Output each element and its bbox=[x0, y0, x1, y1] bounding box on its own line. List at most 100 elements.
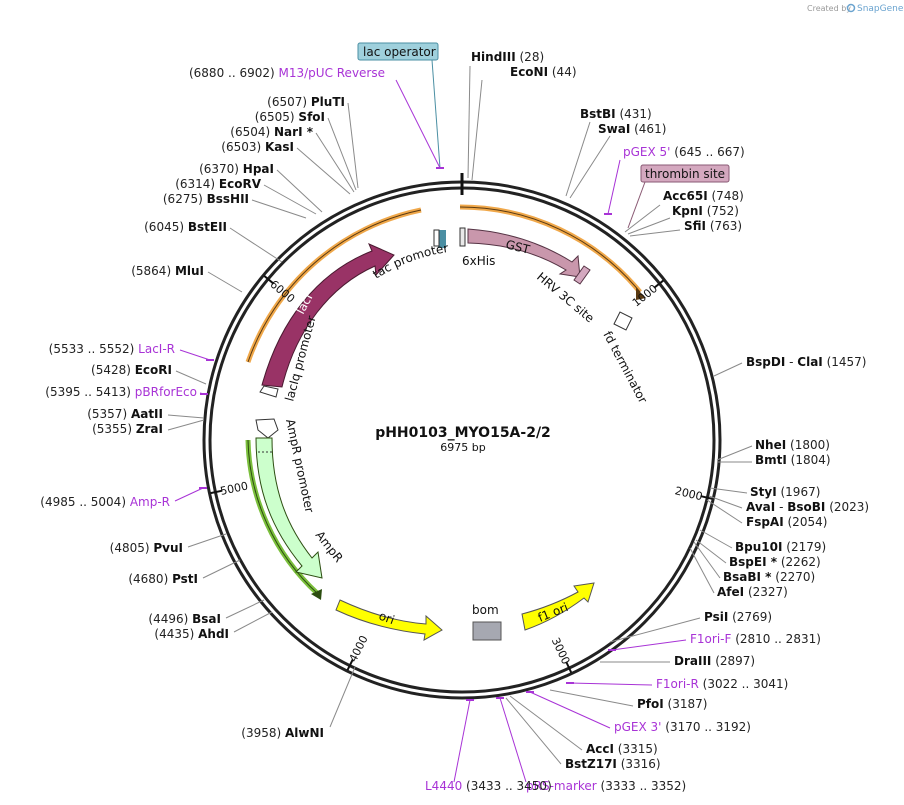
enzyme-leader-line bbox=[347, 102, 359, 189]
enzyme-site-label[interactable]: (5864) MluI bbox=[131, 264, 204, 278]
primer-leader-line bbox=[499, 697, 527, 783]
primer-site-label[interactable]: (6880 .. 6902) M13/pUC Reverse bbox=[189, 66, 385, 80]
enzyme-leader-line bbox=[327, 117, 357, 191]
enzyme-site-label[interactable]: PsiI (2769) bbox=[704, 610, 772, 624]
thrombin-site-box: thrombin site bbox=[627, 164, 730, 229]
map-title: pHH0103_MYO15A-2/2 bbox=[375, 425, 551, 441]
tick-mark bbox=[263, 275, 275, 285]
enzyme-leader-line bbox=[467, 65, 471, 179]
primer-site-label[interactable]: F1ori-F (2810 .. 2831) bbox=[690, 632, 821, 646]
feature-label: 6xHis bbox=[462, 254, 495, 268]
enzyme-leader-line bbox=[276, 169, 323, 213]
enzyme-site-label[interactable]: (6370) HpaI bbox=[199, 162, 274, 176]
primer-site-label[interactable]: F1ori-R (3022 .. 3041) bbox=[656, 677, 788, 691]
enzyme-site-label[interactable]: AvaI - BsoBI (2023) bbox=[746, 500, 869, 514]
primer-leader-line bbox=[395, 79, 441, 169]
enzyme-site-label[interactable]: (5428) EcoRI bbox=[91, 363, 172, 377]
enzyme-site-label[interactable]: (6045) BstEII bbox=[144, 220, 227, 234]
enzyme-site-label[interactable]: Acc65I (748) bbox=[663, 189, 744, 203]
laciq-promoter-mark bbox=[259, 385, 279, 398]
tick-mark bbox=[653, 279, 665, 289]
tick-mark bbox=[210, 489, 223, 495]
lac-operator-mark bbox=[438, 230, 446, 248]
enzyme-leader-line bbox=[187, 533, 227, 548]
enzyme-site-label[interactable]: AfeI (2327) bbox=[717, 585, 788, 599]
primer-site-label[interactable]: (4985 .. 5004) Amp-R bbox=[40, 495, 170, 509]
credit-brand: SnapGene bbox=[857, 4, 904, 14]
enzyme-leader-line bbox=[505, 697, 562, 765]
map-length: 6975 bp bbox=[440, 441, 485, 454]
enzyme-site-label[interactable]: NheI (1800) bbox=[755, 438, 830, 452]
primer-leader-line bbox=[174, 487, 204, 502]
enzyme-leader-line bbox=[706, 499, 743, 524]
enzyme-site-label[interactable]: (6507) PluTI bbox=[267, 95, 345, 109]
enzyme-site-label[interactable]: PfoI (3187) bbox=[637, 697, 707, 711]
enzyme-site-label[interactable]: (5355) ZraI bbox=[92, 422, 163, 436]
enzyme-site-label[interactable]: (4496) BsaI bbox=[148, 612, 221, 626]
site-labels: HindIII (28)EcoNI (44) BstBI (431)SwaI (4… bbox=[40, 50, 869, 793]
enzyme-site-label[interactable]: BstBI (431) bbox=[580, 107, 652, 121]
site-leaders bbox=[167, 65, 753, 783]
enzyme-leader-line bbox=[263, 184, 317, 215]
enzyme-leader-line bbox=[329, 666, 356, 728]
primer-site-label[interactable]: (5533 .. 5552) LacI-R bbox=[49, 342, 175, 356]
enzyme-site-label[interactable]: (4680) PstI bbox=[128, 572, 198, 586]
enzyme-site-label[interactable]: (6505) SfoI bbox=[255, 110, 325, 124]
enzyme-site-label[interactable]: (6275) BssHII bbox=[163, 192, 249, 206]
enzyme-site-label[interactable]: HindIII (28) bbox=[471, 50, 544, 64]
thrombin-site-label: thrombin site bbox=[645, 167, 725, 181]
tick-label: 2000 bbox=[674, 484, 704, 503]
ampr-promoter-mark bbox=[255, 418, 279, 439]
enzyme-site-label[interactable]: SwaI (461) bbox=[598, 122, 666, 136]
tick-mark bbox=[700, 495, 713, 500]
enzyme-site-label[interactable]: BmtI (1804) bbox=[755, 453, 831, 467]
enzyme-site-label[interactable]: SfiI (763) bbox=[684, 219, 742, 233]
enzyme-site-label[interactable]: (4805) PvuI bbox=[110, 541, 183, 555]
lac-operator-box: lac operator bbox=[357, 42, 441, 169]
enzyme-site-label[interactable]: DraIII (2897) bbox=[674, 654, 755, 668]
enzyme-site-label[interactable]: (6314) EcoRV bbox=[175, 177, 262, 191]
enzyme-site-label[interactable]: (6504) NarI * bbox=[230, 125, 313, 139]
primer-site-label[interactable]: pGEX 5' (645 .. 667) bbox=[623, 145, 745, 159]
enzyme-site-label[interactable]: Bpu10I (2179) bbox=[735, 540, 826, 554]
enzyme-site-label[interactable]: (3958) AlwNI bbox=[241, 726, 324, 740]
feature-label: bom bbox=[472, 603, 499, 617]
enzyme-site-label[interactable]: BspDI - ClaI (1457) bbox=[746, 355, 866, 369]
enzyme-leader-line bbox=[709, 487, 748, 494]
enzyme-leader-line bbox=[225, 599, 265, 619]
ori-arrow bbox=[335, 599, 443, 641]
f1-ori-arrow bbox=[521, 582, 595, 631]
primer-leader-line bbox=[179, 349, 211, 361]
ampr-arrow bbox=[255, 437, 323, 579]
enzyme-leader-line bbox=[315, 132, 355, 193]
snapgene-logo-icon bbox=[846, 3, 856, 13]
primer-site-label[interactable]: L4440 (3433 .. 3450) bbox=[425, 779, 552, 793]
enzyme-site-label[interactable]: (4435) AhdI bbox=[154, 627, 229, 641]
feature-label: fd terminator bbox=[600, 329, 650, 406]
enzyme-site-label[interactable]: (5357) AatII bbox=[87, 407, 163, 421]
feature-label: GST bbox=[504, 237, 532, 257]
lac-operator-label: lac operator bbox=[363, 45, 436, 59]
enzyme-site-label[interactable]: BspEI * (2262) bbox=[729, 555, 821, 569]
primer-leader-line bbox=[453, 699, 471, 783]
6xhis-mark bbox=[459, 227, 466, 247]
primer-site-label[interactable]: pGEX 3' (3170 .. 3192) bbox=[614, 720, 751, 734]
tick-mark bbox=[565, 661, 573, 674]
enzyme-leader-line bbox=[693, 541, 721, 579]
enzyme-site-label[interactable]: BstZ17I (3316) bbox=[565, 757, 661, 771]
enzyme-leader-line bbox=[167, 414, 205, 419]
enzyme-site-label[interactable]: AccI (3315) bbox=[586, 742, 658, 756]
enzyme-site-label[interactable]: KpnI (752) bbox=[672, 204, 739, 218]
enzyme-site-label[interactable]: FspAI (2054) bbox=[746, 515, 827, 529]
features bbox=[255, 227, 633, 641]
enzyme-site-label[interactable]: StyI (1967) bbox=[750, 485, 820, 499]
primer-site-label[interactable]: pRS-marker (3333 .. 3352) bbox=[526, 779, 686, 793]
enzyme-leader-line bbox=[699, 529, 733, 549]
enzyme-leader-line bbox=[695, 539, 727, 564]
enzyme-site-label[interactable]: EcoNI (44) bbox=[510, 65, 577, 79]
enzyme-site-label[interactable]: BsaBI * (2270) bbox=[723, 570, 815, 584]
primer-site-label[interactable]: (5395 .. 5413) pBRforEco bbox=[45, 385, 197, 399]
enzyme-leader-line bbox=[569, 135, 611, 199]
enzyme-site-label[interactable]: (6503) KasI bbox=[221, 140, 294, 154]
bom-mark bbox=[472, 621, 502, 641]
